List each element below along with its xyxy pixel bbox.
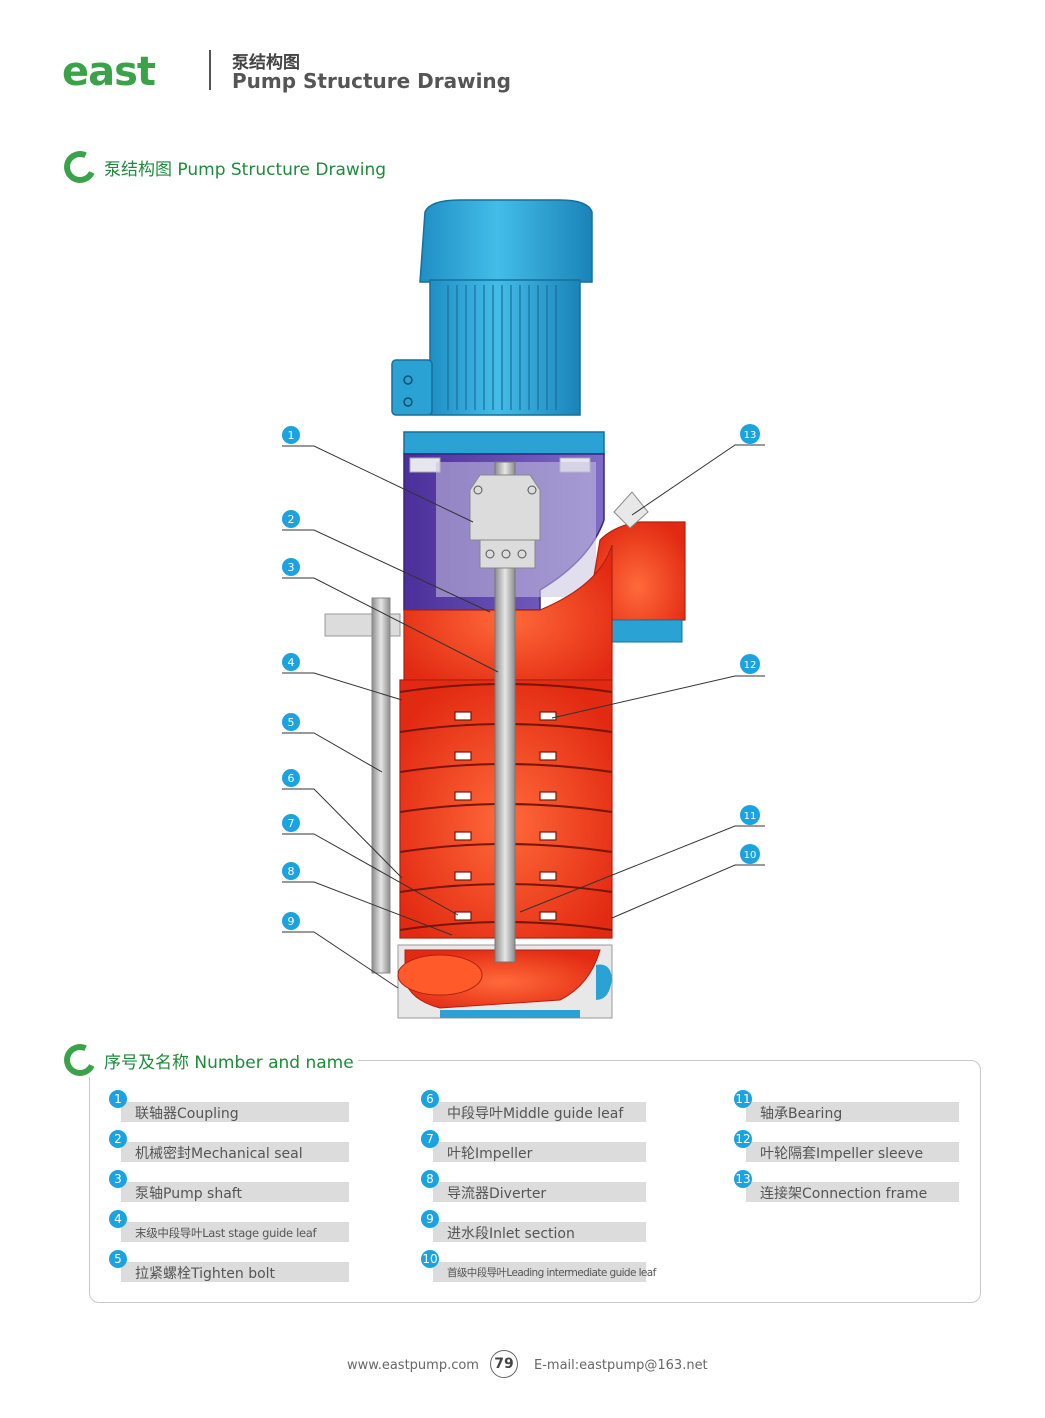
legend-box: 1 联轴器Coupling 2 机械密封Mechanical seal 3 泵轴… [89,1060,981,1303]
callout-12-text: 12 [744,660,757,671]
section-title-number-name: 序号及名称 Number and name [59,1039,358,1081]
section-title-text: 泵结构图 Pump Structure Drawing [104,159,387,180]
legend-label: 末级中段导叶Last stage guide leaf [135,1226,317,1240]
callout-2: 2 [282,510,300,528]
page-number: 79 [490,1350,518,1378]
legend-number-badge: 12 [734,1130,752,1148]
legend-label: 叶轮Impeller [447,1146,533,1162]
callout-1-text: 1 [288,429,295,442]
callout-8: 8 [282,862,300,880]
impellers [454,711,557,921]
callout-2-text: 2 [288,513,295,526]
legend-bar [121,1182,349,1202]
callout-11: 11 [740,805,760,825]
discharge-outlet [589,491,686,643]
callout-7: 7 [282,814,300,832]
callout-10-text: 10 [744,850,757,861]
legend-bar [746,1182,959,1202]
leader-lines [282,444,765,989]
legend-bar [433,1102,646,1122]
footer-email-link[interactable]: E-mail:eastpump@163.net [534,1358,708,1373]
callout-13-text: 13 [744,430,757,441]
legend-number-badge: 7 [421,1130,439,1148]
legend-label: 叶轮隔套Impeller sleeve [760,1146,924,1162]
legend-label: 导流器Diverter [447,1186,547,1202]
section-title-text: 序号及名称 Number and name [104,1052,354,1073]
callout-8-text: 8 [288,865,295,878]
legend-number-badge: 9 [421,1210,439,1228]
callout-6-text: 6 [288,772,295,785]
callout-10: 10 [740,844,760,864]
legend-label: 进水段Inlet section [447,1226,575,1242]
legend-label: 首级中段导叶Leading intermediate guide leaf [447,1267,656,1279]
callout-11-text: 11 [744,811,757,822]
legend-number-badge: 6 [421,1090,439,1108]
legend-number-badge: 5 [109,1250,127,1268]
pump-shaft [494,461,516,963]
legend-bar [121,1142,349,1162]
callout-4: 4 [282,653,300,671]
callout-9: 9 [282,912,300,930]
legend-label: 中段导叶Middle guide leaf [447,1106,624,1122]
tie-bolt [371,597,391,974]
legend-bar [746,1142,959,1162]
legend-number-badge: 1 [109,1090,127,1108]
legend-label: 连接架Connection frame [760,1186,928,1202]
legend-number-badge: 4 [109,1210,127,1228]
legend-label: 泵轴Pump shaft [135,1186,242,1202]
page-header: east 泵结构图 Pump Structure Drawing [62,44,542,94]
legend-number-badge: 3 [109,1170,127,1188]
legend-bar [433,1262,646,1282]
callout-5: 5 [282,713,300,731]
legend-bar [746,1102,959,1122]
c-bullet-icon [59,1039,101,1081]
callout-7-text: 7 [288,817,295,830]
callout-4-text: 4 [288,656,295,669]
callout-13: 13 [740,424,760,444]
page-footer: www.eastpump.com 79 E-mail:eastpump@163.… [0,1350,1045,1380]
coupling [469,474,541,569]
motor [391,199,605,455]
legend-label: 联轴器Coupling [135,1106,239,1122]
legend-bar [121,1262,349,1282]
legend-label: 轴承Bearing [760,1106,843,1122]
legend-number-badge: 2 [109,1130,127,1148]
legend-bar [433,1142,646,1162]
header-title-en: Pump Structure Drawing [232,69,511,93]
callout-1: 1 [282,426,300,444]
callout-9-text: 9 [288,915,295,928]
header-divider [209,50,211,90]
callout-6: 6 [282,769,300,787]
callout-5-text: 5 [288,716,295,729]
legend-bar [121,1102,349,1122]
east-logo: east [62,49,156,95]
legend-number-badge: 10 [421,1250,439,1268]
legend-number-badge: 8 [421,1170,439,1188]
legend-bar [433,1222,646,1242]
section-title-structure: 泵结构图 Pump Structure Drawing [59,146,387,188]
pump-structure-drawing: 1 2 3 4 5 6 7 8 9 13 12 11 10 [282,199,765,1019]
legend-number-badge: 13 [734,1170,752,1188]
inlet-section [397,944,613,1019]
legend-label: 机械密封Mechanical seal [135,1146,303,1162]
legend-bar [121,1222,349,1242]
legend-label: 拉紧螺栓Tighten bolt [135,1266,276,1282]
header-title-cn: 泵结构图 [232,53,300,73]
legend-number-badge: 11 [734,1090,752,1108]
legend-bar [433,1182,646,1202]
callout-3: 3 [282,558,300,576]
callout-3-text: 3 [288,561,295,574]
callout-12: 12 [740,654,760,674]
footer-website-link[interactable]: www.eastpump.com [347,1358,479,1373]
